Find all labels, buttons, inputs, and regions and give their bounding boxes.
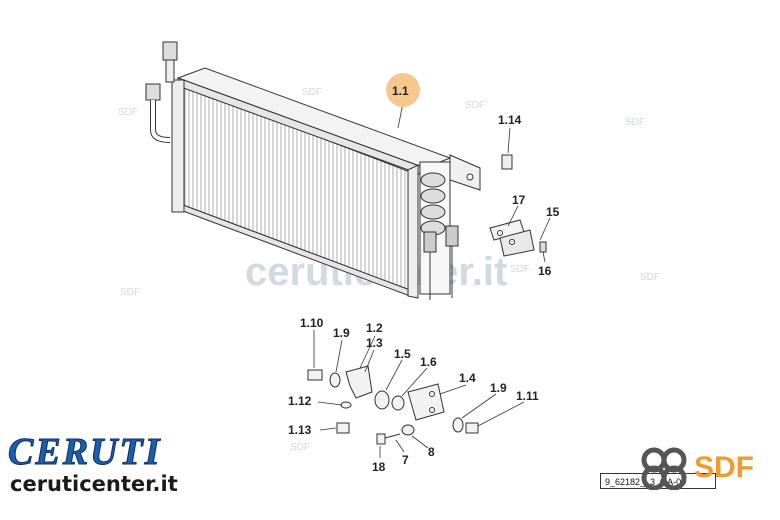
callout-1-11: 1.11 (516, 389, 539, 403)
website-label: ceruticenter.it (10, 472, 178, 496)
callout-1-12: 1.12 (288, 394, 312, 408)
bolt-18 (376, 433, 386, 445)
sdf-logo: SDF (640, 446, 754, 490)
callout-16: 16 (538, 264, 552, 278)
clip-1-12 (340, 401, 352, 409)
washer-1-6 (391, 395, 405, 411)
watermark-sdf-4: SDF (625, 117, 645, 128)
callouts: 1.1 1.14 17 15 16 1.10 1.9 1.2 1.3 1.5 1… (288, 73, 560, 474)
callout-1-13: 1.13 (288, 423, 312, 437)
watermark-sdf-6: SDF (510, 264, 530, 275)
callout-highlight (386, 73, 420, 107)
watermark-sdf-3: SDF (465, 100, 485, 111)
watermark-sdf-5: SDF (120, 287, 140, 298)
bolt-1-10 (307, 369, 323, 381)
callout-1-1: 1.1 (392, 84, 409, 98)
cooler-assembly (145, 41, 481, 300)
ceruti-logo: CERUTI (7, 431, 162, 474)
leader-lines (313, 102, 551, 458)
bracket-17 (489, 219, 547, 257)
bracket-1-2 (345, 365, 373, 399)
callout-1-14: 1.14 (498, 113, 522, 127)
callout-1-9a: 1.9 (333, 326, 350, 340)
watermark-sdf-2: SDF (302, 87, 322, 98)
nut-1-11 (465, 422, 479, 434)
callout-1-6: 1.6 (420, 355, 437, 369)
watermark-sdf-7: SDF (640, 272, 660, 283)
callout-1-10: 1.10 (300, 316, 324, 330)
callout-1-9b: 1.9 (490, 381, 507, 395)
hardware-parts (307, 365, 479, 445)
callout-15: 15 (546, 205, 560, 219)
callout-8: 8 (428, 445, 435, 459)
washer-8 (401, 424, 415, 436)
callout-1-5: 1.5 (394, 347, 411, 361)
nut-1-13 (336, 422, 350, 434)
watermark-sdf-1: SDF (118, 107, 138, 118)
callout-1-3: 1.3 (366, 336, 383, 350)
washer-1-9a (329, 372, 341, 388)
callout-18: 18 (372, 460, 386, 474)
watermark-sdf-8: SDF (290, 442, 310, 453)
washer-1-9b (452, 417, 464, 433)
sdf-emblem-icon (641, 447, 687, 490)
bracket-1-4 (407, 383, 445, 421)
callout-1-2: 1.2 (366, 321, 383, 335)
oring-1-5 (374, 390, 390, 410)
sdf-logo-text: SDF (694, 451, 754, 484)
callout-7: 7 (402, 453, 409, 467)
callout-1-4: 1.4 (459, 371, 476, 385)
bolt-1-14 (501, 154, 513, 170)
callout-17: 17 (512, 193, 526, 207)
